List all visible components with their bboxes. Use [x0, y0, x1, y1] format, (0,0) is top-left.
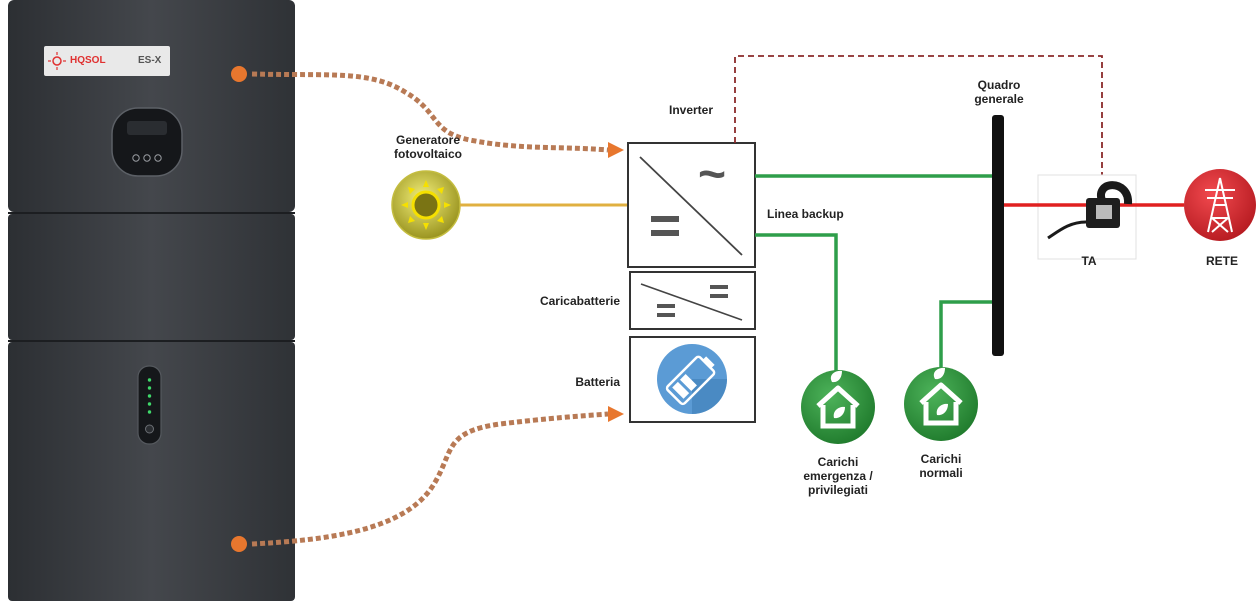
- normal-loads-house-icon: [904, 367, 978, 441]
- normal-loads-label: Carichi normali: [919, 452, 963, 480]
- charger-dc-symbol-out: [710, 285, 728, 289]
- brand-label: HQSOL: [70, 55, 106, 66]
- battery-marker-dot: [231, 536, 247, 552]
- normal-loads-line: [939, 300, 997, 372]
- inverter-ac-symbol: ~: [698, 148, 726, 201]
- battery-callout-arrow: [608, 406, 624, 422]
- storage-cabinet: [8, 0, 295, 601]
- nameplate: [44, 46, 170, 76]
- inverter-label: Inverter: [668, 103, 714, 117]
- brand-sun-icon: [48, 52, 66, 70]
- main-panel-busbar: [992, 115, 1004, 356]
- main-panel-label: Quadro generale: [974, 78, 1024, 106]
- pv-generator-sun-icon: [391, 170, 461, 240]
- cabinet-middle-module: [8, 214, 295, 340]
- inverter-marker-dot: [231, 66, 247, 82]
- control-display: [111, 107, 183, 177]
- charger-box: [629, 271, 756, 330]
- battery-callout-line: [251, 411, 609, 547]
- inverter-callout-arrow: [608, 142, 624, 158]
- grid-tower-icon: [1184, 169, 1256, 241]
- cabinet-top-module: [8, 0, 295, 212]
- charger-label: Caricabatterie: [539, 294, 620, 308]
- emergency-loads-label: Carichi emergenza / privilegiati: [803, 455, 873, 497]
- model-label: ES-X: [138, 55, 162, 66]
- ct-clamp-icon: [1047, 181, 1132, 240]
- backup-line-label: Linea backup: [767, 207, 844, 221]
- ct-signal-line: [734, 55, 1103, 182]
- inverter-dc-symbol: [651, 216, 679, 222]
- cabinet-bottom-module: [8, 342, 295, 601]
- charger-dc-symbol-in: [657, 304, 675, 308]
- inverter-callout-line: [251, 71, 609, 153]
- grid-label: RETE: [1205, 254, 1239, 268]
- backup-line: [755, 233, 838, 372]
- battery-label: Batteria: [575, 375, 620, 389]
- ct-label: TA: [1081, 254, 1097, 268]
- emergency-loads-house-icon: [801, 370, 875, 444]
- battery-icon: [657, 344, 727, 414]
- pv-generator-label: Generatore fotovoltaico: [394, 133, 462, 161]
